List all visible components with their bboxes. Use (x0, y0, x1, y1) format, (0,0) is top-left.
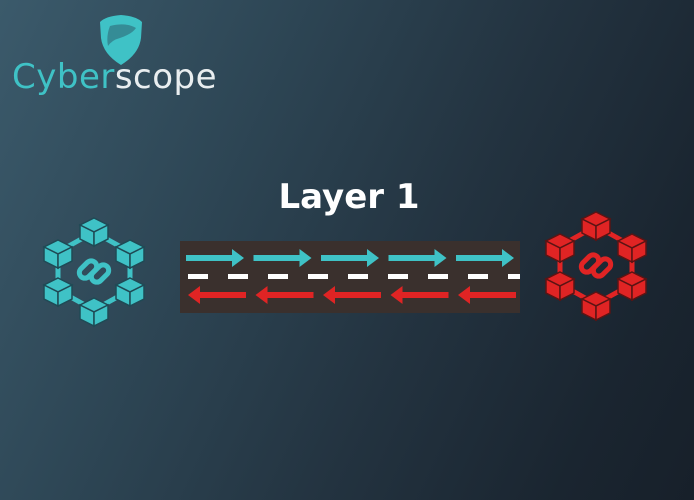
brand-name-scope: scope (114, 57, 218, 97)
bidirectional-road (180, 241, 520, 313)
right-arrow-icon (253, 249, 312, 267)
lane-dash (508, 274, 520, 279)
left-arrow-icon (390, 286, 449, 304)
lane-dash (388, 274, 408, 279)
blockchain-network-icon-left (42, 217, 146, 328)
right-arrow-icon (321, 249, 379, 267)
lane-dash (308, 274, 328, 279)
right-arrow-icon (456, 249, 514, 267)
brand-name-cyber: Cyber (12, 57, 115, 97)
lane-dash (268, 274, 288, 279)
blockchain-network-icon-right (544, 211, 648, 322)
lane-divider (188, 274, 520, 279)
cyberscope-logo: Cyberscope (10, 8, 230, 98)
shield-icon (100, 15, 142, 65)
left-arrow-icon (188, 286, 246, 304)
brand-name: Cyberscope (12, 60, 217, 94)
lane-dash (348, 274, 368, 279)
bottom-arrow-lane (188, 286, 516, 304)
lane-dash (428, 274, 448, 279)
left-arrow-icon (458, 286, 516, 304)
top-arrow-lane (186, 249, 514, 267)
right-arrow-icon (186, 249, 244, 267)
left-arrow-icon (323, 286, 381, 304)
right-arrow-icon (388, 249, 447, 267)
page-title: Layer 1 (278, 177, 420, 217)
lane-dash (188, 274, 208, 279)
left-arrow-icon (255, 286, 314, 304)
lane-dash (228, 274, 248, 279)
lane-dash (468, 274, 488, 279)
